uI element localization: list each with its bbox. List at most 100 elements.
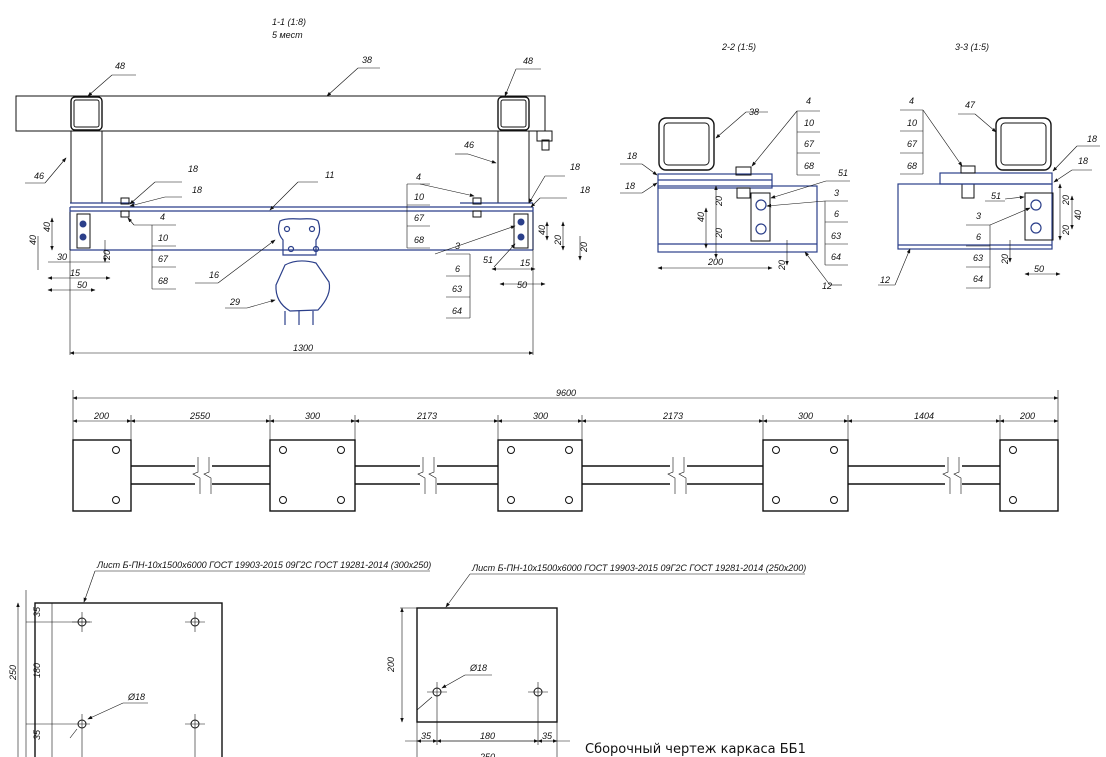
- callout-10: 10: [907, 118, 917, 128]
- callout-6: 6: [455, 264, 460, 274]
- dimension: 2173: [662, 411, 683, 421]
- hole: [77, 617, 87, 627]
- dimension: 35: [542, 731, 553, 741]
- base-plate: [999, 439, 1059, 512]
- dimension: 1404: [914, 411, 934, 421]
- callout-4: 4: [160, 212, 165, 222]
- callout-3: 3: [834, 188, 839, 198]
- callout-4: 4: [909, 96, 914, 106]
- plate-51: [1024, 192, 1054, 241]
- callout-10: 10: [804, 118, 814, 128]
- hole: [77, 719, 87, 729]
- dimension: 35: [32, 729, 42, 740]
- hole-diameter: Ø18: [127, 692, 145, 702]
- dimension: 180: [480, 731, 495, 741]
- bolt-icon: [472, 197, 482, 205]
- callout-18: 18: [627, 151, 637, 161]
- callout-18: 18: [580, 185, 590, 195]
- callout-46: 46: [464, 140, 474, 150]
- dimension: 40: [42, 222, 52, 232]
- bracket: [536, 130, 553, 142]
- bolt-icon: [541, 139, 550, 151]
- callout-18: 18: [570, 162, 580, 172]
- callout-3: 3: [455, 241, 460, 251]
- section-subtitle: 5 мест: [272, 30, 303, 40]
- dimension-overall: 9600: [556, 388, 576, 398]
- hole: [432, 687, 442, 697]
- dimension: 300: [305, 411, 320, 421]
- material-note: Лист Б-ПН-10x1500x6000 ГОСТ 19903-2015 0…: [471, 563, 806, 573]
- section-title: 3-3 (1:5): [955, 42, 989, 52]
- plate-51-right: [513, 213, 529, 249]
- callout-16: 16: [209, 270, 219, 280]
- dimension: 15: [520, 258, 531, 268]
- callout-18: 18: [188, 164, 198, 174]
- callout-18: 18: [192, 185, 202, 195]
- base-plate: [269, 439, 356, 512]
- callout-18: 18: [625, 181, 635, 191]
- callout-12: 12: [822, 281, 832, 291]
- callout-29: 29: [229, 297, 240, 307]
- dimension: 35: [421, 731, 432, 741]
- dimension: 40: [1073, 210, 1083, 220]
- drawing-caption: Сборочный чертеж каркаса ББ1: [585, 742, 806, 757]
- callout-51: 51: [838, 168, 848, 178]
- callout-11: 11: [325, 170, 334, 180]
- dimension: 40: [28, 235, 38, 245]
- top-beam: [15, 95, 546, 132]
- plate-outline: [34, 602, 223, 757]
- dimension: 2173: [416, 411, 437, 421]
- base-plate: [72, 439, 132, 512]
- dimension: 20: [1061, 195, 1071, 206]
- plate-51: [750, 192, 771, 242]
- callout-38: 38: [362, 55, 372, 65]
- plate-18: [939, 172, 1053, 185]
- dimension-overall: 1300: [293, 343, 313, 353]
- section-2-2: 2-2 (1:5) 38 4 10 67 68 18 18 51 3 6 63 …: [620, 42, 850, 291]
- callout-6: 6: [834, 209, 839, 219]
- plate-detail-300x250: Лист Б-ПН-10x1500x6000 ГОСТ 19903-2015 0…: [8, 560, 431, 757]
- dimension: 20: [714, 228, 724, 239]
- callout-64: 64: [831, 252, 841, 262]
- section-3-3: 3-3 (1:5) 4 10 67 68 47 18 18 51 3 6 63 …: [878, 42, 1100, 289]
- section-1-1: 1-1 (1:8) 5 мест: [15, 17, 590, 355]
- dimension: 50: [77, 280, 87, 290]
- dimension: 40: [696, 212, 706, 222]
- tube-section: [658, 117, 715, 171]
- callout-18: 18: [1087, 134, 1097, 144]
- dimension: 20: [579, 242, 589, 253]
- callout-63: 63: [831, 231, 841, 241]
- callout-3: 3: [976, 211, 981, 221]
- callout-63: 63: [973, 253, 983, 263]
- plate-outline: [416, 607, 558, 723]
- hole: [533, 687, 543, 697]
- hole: [190, 617, 200, 627]
- beam-12: [657, 185, 818, 253]
- dimension: 30: [57, 252, 67, 262]
- callout-68: 68: [804, 161, 814, 171]
- callout-6: 6: [976, 232, 981, 242]
- callout-68: 68: [907, 161, 917, 171]
- callout-64: 64: [973, 274, 983, 284]
- tube-section-right: [497, 96, 530, 131]
- dimension: 20: [553, 235, 563, 246]
- callout-64: 64: [452, 306, 462, 316]
- callout-51: 51: [483, 255, 493, 265]
- dimension: 15: [70, 268, 81, 278]
- plan-view: 9600 200 2550 300 2173 300 2173 300 1404…: [72, 388, 1059, 512]
- dimension: 2550: [189, 411, 210, 421]
- callout-38: 38: [749, 107, 759, 117]
- dimension: 200: [93, 411, 109, 421]
- callout-67: 67: [414, 213, 425, 223]
- tube-section-left: [70, 96, 103, 131]
- base-plate: [762, 439, 849, 512]
- callout-4: 4: [416, 172, 421, 182]
- hole: [190, 719, 200, 729]
- callout-48: 48: [115, 61, 125, 71]
- callout-67: 67: [158, 254, 169, 264]
- plate-detail-250x200: Лист Б-ПН-10x1500x6000 ГОСТ 19903-2015 0…: [386, 563, 806, 757]
- hole-diameter: Ø18: [469, 663, 487, 673]
- base-plate: [497, 439, 583, 512]
- callout-51: 51: [991, 191, 1001, 201]
- dimension: 50: [1034, 264, 1044, 274]
